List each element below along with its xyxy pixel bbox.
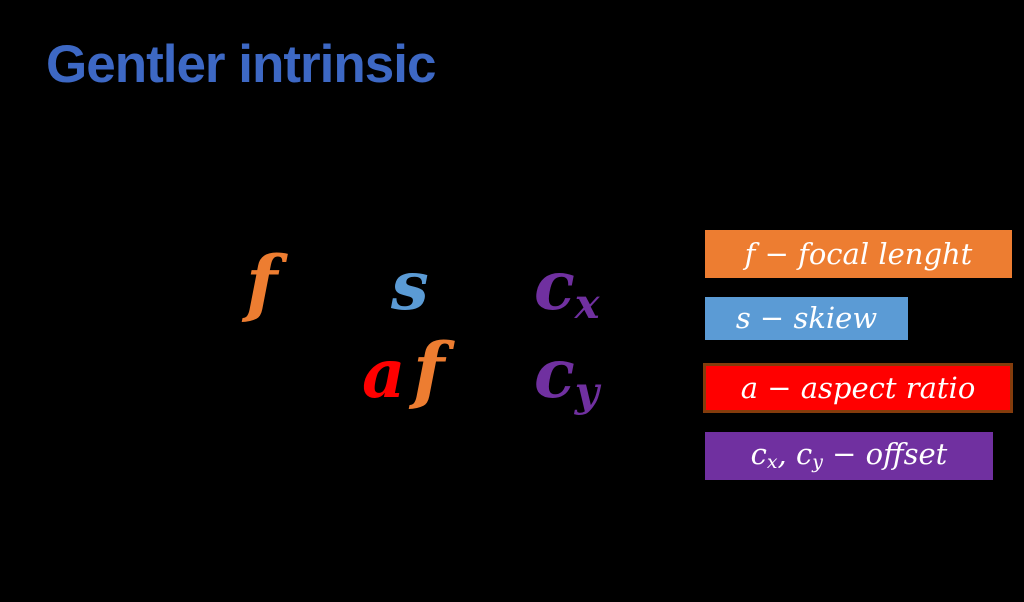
- offset-sub-x: x: [766, 451, 778, 473]
- offset-c1: c: [750, 436, 767, 471]
- legend-item-aspect-ratio: a − aspect ratio: [703, 363, 1013, 413]
- legend-label-aspect-ratio: a − aspect ratio: [740, 370, 976, 405]
- matrix-entry-focal-row2: f: [413, 327, 445, 413]
- cy-subscript: y: [574, 367, 599, 417]
- offset-tail: − offset: [822, 436, 948, 471]
- legend-label-skew: s − skiew: [735, 301, 878, 335]
- offset-sub-y: y: [812, 451, 823, 473]
- cy-base: c: [534, 334, 575, 413]
- matrix-entry-cx: cx: [534, 252, 600, 325]
- cx-base: c: [534, 246, 575, 325]
- matrix-entry-cy: cy: [534, 340, 599, 413]
- cx-subscript: x: [574, 279, 600, 329]
- offset-c2: , c: [777, 436, 813, 471]
- legend-item-focal-length: f − focal lenght: [705, 230, 1012, 278]
- matrix-entry-skew: s: [391, 246, 429, 325]
- legend-label-offset: cx, cy − offset: [750, 436, 948, 473]
- legend-label-focal-length: f − focal lenght: [744, 236, 973, 271]
- legend-item-offset: cx, cy − offset: [705, 432, 993, 480]
- matrix-entry-focal-row1: f: [246, 240, 278, 326]
- slide-title: Gentler intrinsic: [46, 35, 436, 94]
- matrix-entry-aspect: a: [362, 334, 406, 413]
- legend-item-skew: s − skiew: [705, 297, 908, 340]
